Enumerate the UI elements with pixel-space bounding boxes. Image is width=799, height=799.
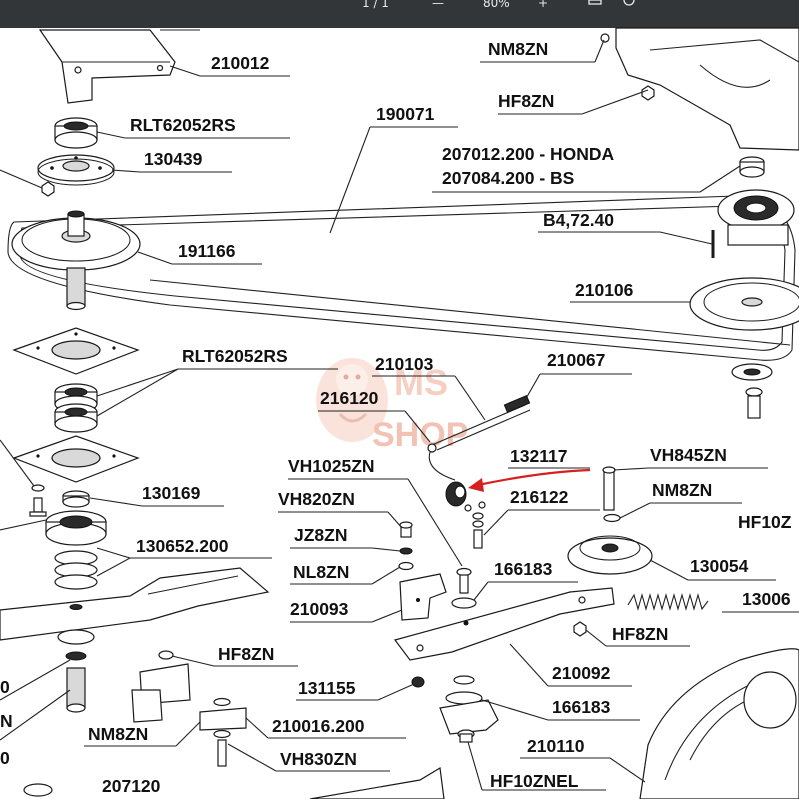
cable-210103 [427,394,531,481]
watermark-text: MS [394,362,448,403]
label-216120: 216120 [320,388,379,408]
label-vh830zn: VH830ZN [280,749,357,769]
label-210092: 210092 [552,663,611,683]
label-nm8zn-right: NM8ZN [652,480,712,500]
label-166183-lower: 166183 [552,697,611,717]
label-210106: 210106 [575,280,634,300]
bearings-middle [54,383,98,433]
label-edge-n: N [0,711,13,731]
rotate-icon[interactable] [622,0,636,6]
label-207012-honda: 207012.200 - HONDA [442,144,615,164]
label-hf8zn-low: HF8ZN [218,644,274,664]
label-hf8zn-top: HF8ZN [498,91,554,111]
zoom-level: 80% [483,0,510,10]
spacer-166183 [439,675,499,743]
bearing-housing-lower [12,435,140,483]
label-hf8zn-mid: HF8ZN [612,624,668,644]
label-210093: 210093 [290,599,349,619]
bracket-210012 [38,29,200,104]
label-vh1025zn: VH1025ZN [288,456,375,476]
blade-left [0,567,270,641]
page-indicator: 1 / 1 [362,0,389,10]
leader-lines [0,39,799,791]
svg-text:SHOP: SHOP [372,416,468,454]
left-fasteners [29,484,47,517]
frame-right-top [600,27,799,151]
label-edge-0-lower: 0 [0,748,10,768]
bearing-housing-upper [12,327,140,375]
arm-210092 [393,587,615,661]
label-nm8zn-top: NM8ZN [488,39,548,59]
pdf-viewer-toolbar: 1 / 1 — 80% + [0,0,799,28]
label-rlt62052rs-top: RLT62052RS [130,115,236,135]
label-207084-bs: 207084.200 - BS [442,168,574,188]
lower-bracket-131155 [411,676,425,688]
label-207120: 207120 [102,776,161,796]
pulley-191166 [11,210,141,311]
label-131155: 131155 [298,678,356,698]
belt-190071 [7,195,796,361]
zoom-in-button[interactable]: + [538,0,549,10]
label-vh845zn: VH845ZN [650,445,727,465]
label-vh820zn: VH820ZN [278,489,355,509]
deck-210110 [639,648,799,799]
label-jz8zn: JZ8ZN [294,525,347,545]
label-210016-200: 210016.200 [272,716,365,736]
label-130054: 130054 [690,556,749,576]
hub-130652 [45,510,107,590]
bearing-top [54,117,98,149]
fit-page-icon[interactable] [588,0,602,5]
part-labels: 210012 NM8ZN HF8ZN RLT62052RS 190071 130… [0,39,792,796]
label-191166: 191166 [178,241,236,261]
label-190071: 190071 [376,104,435,124]
label-130652-200: 130652.200 [136,536,229,556]
label-hf10z-right: HF10Z [738,512,792,532]
label-edge-0-upper: 0 [0,677,10,697]
pointer-arrowhead [468,478,484,492]
label-210103: 210103 [375,354,434,374]
bottom-parts-207120 [23,767,445,799]
label-nl8zn: NL8ZN [293,562,349,582]
label-130169: 130169 [142,483,201,503]
label-216122: 216122 [510,487,569,507]
tensioner-132117 [445,481,486,549]
label-166183-upper: 166183 [494,559,553,579]
label-rlt62052rs-mid: RLT62052RS [182,346,288,366]
label-hf10znel: HF10ZNEL [490,771,579,791]
ms-shop-watermark: MS SHOP [316,358,468,454]
pointer-arrow [477,468,591,487]
flange-130439 [37,154,115,197]
blade-washer-bolt [57,629,95,713]
left-lower-brackets [131,650,247,767]
label-210110: 210110 [527,736,585,756]
label-b4-72-40: B4,72.40 [543,210,614,230]
label-nm8zn-low: NM8ZN [88,724,148,744]
label-13006: 13006 [742,589,791,609]
spring-13006 [627,592,709,612]
label-130439: 130439 [144,149,203,169]
label-132117: 132117 [510,446,567,466]
idler-130054 [567,466,653,637]
spacer-130169 [62,490,90,508]
label-210012: 210012 [211,53,270,73]
label-210067: 210067 [547,350,605,370]
right-spindle-parts [731,363,773,419]
pulley-right-top [711,156,795,258]
center-hardware [398,521,477,609]
pulley-210106 [689,277,799,331]
bracket-210093 [399,573,447,621]
zoom-out-button[interactable]: — [432,0,444,10]
